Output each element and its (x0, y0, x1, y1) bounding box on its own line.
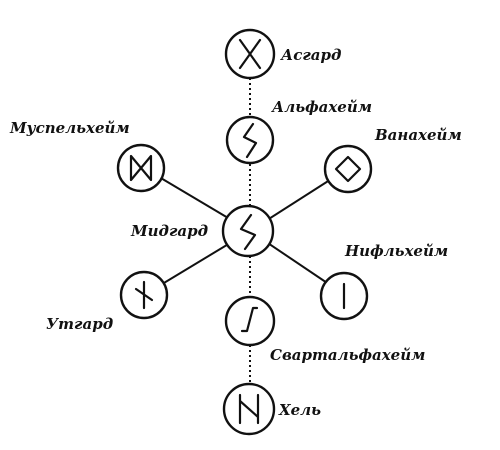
node-label-muspelheim: Муспельхейм (9, 119, 130, 137)
node-label-hel: Хель (278, 401, 321, 419)
ingwaz-rune-icon (334, 155, 362, 183)
node-alfheim: Альфахейм (225, 98, 372, 165)
sowilo-rune-icon (239, 213, 257, 251)
node-muspelheim: Муспельхейм (9, 119, 166, 193)
node-label-vanaheim: Ванахейм (374, 126, 462, 144)
node-niflheim: Нифльхейм (319, 242, 448, 321)
gebo-rune-icon (238, 38, 262, 70)
node-circle (323, 144, 373, 194)
node-svartalfheim: Свартальфахейм (224, 295, 425, 364)
node-hel: Хель (222, 382, 321, 436)
dagaz-rune-icon (129, 154, 153, 182)
node-label-asgard: Асгард (280, 46, 341, 64)
node-utgard: Утгард (46, 270, 169, 333)
hagalaz-rune-icon (238, 393, 260, 425)
sowilo-rune-icon (242, 122, 258, 159)
eihwaz-rune-icon (240, 306, 259, 333)
node-label-alfheim: Альфахейм (271, 98, 372, 116)
nauthiz-rune-icon (134, 280, 154, 310)
node-label-niflheim: Нифльхейм (344, 242, 448, 260)
node-label-midgard: Мидгард (130, 222, 208, 240)
node-label-utgard: Утгард (46, 315, 113, 333)
node-asgard: Асгард (224, 28, 341, 80)
node-label-svartalfheim: Свартальфахейм (270, 346, 425, 364)
node-midgard: Мидгард (130, 204, 275, 258)
node-vanaheim: Ванахейм (323, 126, 462, 194)
